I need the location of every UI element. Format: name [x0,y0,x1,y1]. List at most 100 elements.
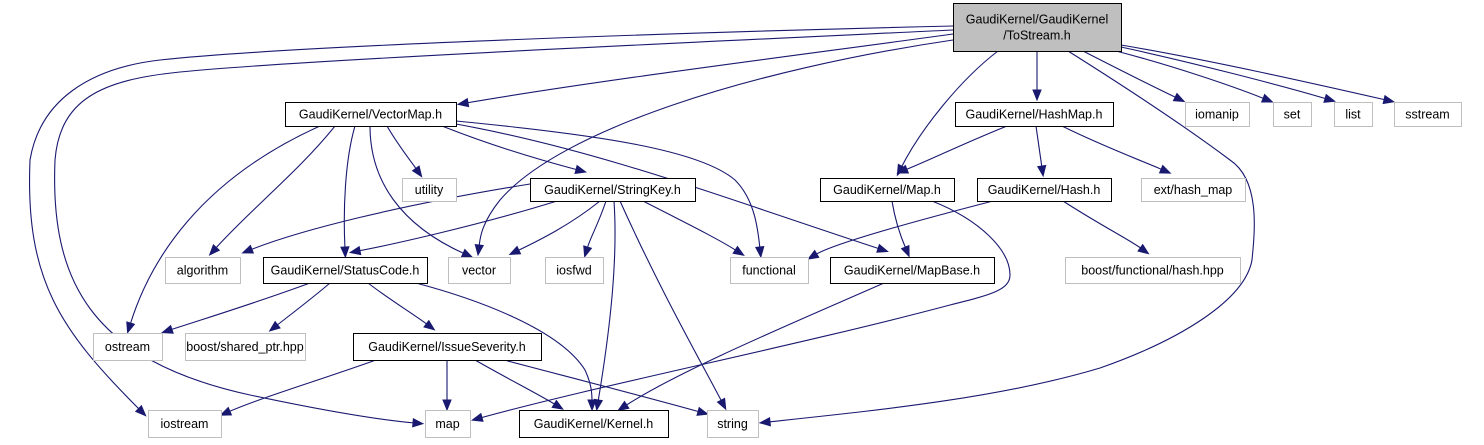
node-map[interactable]: map [425,410,471,438]
node-vector[interactable]: vector [448,257,511,284]
node-label-map_h: GaudiKernel/Map.h [833,183,941,197]
node-label-sstream: sstream [1405,108,1449,122]
arrowhead-icon [219,406,233,416]
node-label-mapbase: GaudiKernel/MapBase.h [844,264,980,278]
nodes-layer: GaudiKernel/GaudiKernel/ToStream.hGaudiK… [93,3,1462,438]
arrowhead-icon [583,245,593,258]
node-label-statuscode: GaudiKernel/StatusCode.h [271,264,420,278]
node-stringkey[interactable]: GaudiKernel/StringKey.h [530,178,696,202]
node-box-tostream [953,3,1122,52]
node-issueseverity[interactable]: GaudiKernel/IssueSeverity.h [353,333,542,361]
edge-hashmap-to-hash_h [1035,125,1043,169]
arrowhead-icon [551,399,564,410]
node-label-issueseverity: GaudiKernel/IssueSeverity.h [368,340,526,354]
node-functional[interactable]: functional [730,257,809,284]
node-label-list: list [1345,108,1361,122]
node-map_h[interactable]: GaudiKernel/Map.h [820,178,955,202]
node-ext_hash_map[interactable]: ext/hash_map [1141,178,1246,202]
arrowhead-icon [1137,243,1150,255]
node-box-functional [730,257,809,284]
node-box-string [707,410,759,438]
node-algorithm[interactable]: algorithm [165,257,241,284]
arrowhead-icon [896,164,910,174]
node-label-set: set [1284,108,1301,122]
node-box-sstream [1394,102,1462,127]
edge-stringkey-to-iosfwd [586,200,607,250]
node-box-hashmap [955,102,1114,127]
edge-stringkey-to-kernel [597,200,616,403]
node-sstream[interactable]: sstream [1394,102,1462,127]
node-box-utility [402,178,457,202]
node-label-algorithm: algorithm [177,264,228,278]
arrowhead-icon [1036,164,1047,178]
node-vectormap[interactable]: GaudiKernel/VectorMap.h [285,102,457,127]
edge-tostream-to-iostream [28,25,954,411]
node-tostream[interactable]: GaudiKernel/GaudiKernel/ToStream.h [953,3,1122,52]
arrowhead-icon [1323,93,1336,103]
arrowhead-icon [587,399,597,412]
edge-mapbase-to-kernel [624,282,885,407]
node-label-utility: utility [415,183,444,197]
edge-map_h-to-map [479,200,1011,419]
arrowhead-icon [593,398,604,412]
node-label-iosfwd: iosfwd [556,264,591,278]
node-list[interactable]: list [1334,102,1373,127]
edge-statuscode-to-issueseverity [367,282,429,326]
edge-issueseverity-to-iostream [227,359,377,413]
arrowhead-icon [348,245,362,256]
arrowhead-icon [268,320,281,332]
arrowhead-icon [696,406,710,416]
arrowhead-icon [442,399,452,412]
node-hashmap[interactable]: GaudiKernel/HashMap.h [955,102,1114,127]
edge-stringkey-to-statuscode [357,200,558,252]
node-box-mapbase [830,257,995,284]
node-iosfwd[interactable]: iosfwd [545,257,604,284]
node-box-iosfwd [545,257,604,284]
node-iomanip[interactable]: iomanip [1185,102,1250,127]
edge-statuscode-to-ostream [169,282,311,331]
node-label-vector: vector [462,264,496,278]
edge-tostream-to-iomanip [1082,50,1178,99]
arrowhead-icon [161,324,174,334]
arrowhead-icon [1382,94,1396,105]
node-iostream[interactable]: iostream [148,410,222,438]
node-string[interactable]: string [707,410,759,438]
node-box-algorithm [165,257,241,284]
node-mapbase[interactable]: GaudiKernel/MapBase.h [830,257,995,284]
node-set[interactable]: set [1273,102,1312,127]
edge-tostream-to-string [767,50,1255,423]
node-utility[interactable]: utility [402,178,457,202]
edge-tostream-to-map [54,29,954,424]
edge-vectormap-to-statuscode [343,125,356,250]
edge-vectormap-to-mapbase [455,123,881,250]
node-box-iostream [148,410,222,438]
node-label-boost_hash: boost/functional/hash.hpp [1081,264,1224,278]
node-ostream[interactable]: ostream [93,333,163,361]
node-box-vector [448,257,511,284]
node-hash_h[interactable]: GaudiKernel/Hash.h [977,178,1112,202]
node-label-ext_hash_map: ext/hash_map [1154,183,1233,197]
edge-vectormap-to-stringkey [441,125,579,171]
node-label-stringkey: GaudiKernel/StringKey.h [544,183,681,197]
arrowhead-icon [755,246,765,259]
edge-vectormap-to-algorithm [214,125,336,250]
arrowhead-icon [340,246,350,259]
node-box-stringkey [530,178,696,202]
node-box-statuscode [263,257,428,284]
edge-vectormap-to-vector [369,125,466,255]
arrowhead-icon [876,243,889,253]
arrowhead-icon [412,418,425,428]
node-label-tostream: /ToStream.h [1003,29,1070,43]
node-boost_shared_ptr[interactable]: boost/shared_ptr.hpp [185,333,306,361]
node-box-kernel [519,410,669,438]
node-boost_hash[interactable]: boost/functional/hash.hpp [1065,257,1241,284]
node-box-map_h [820,178,955,202]
edge-statuscode-to-boost_shared_ptr [275,282,331,327]
node-kernel[interactable]: GaudiKernel/Kernel.h [519,410,669,438]
arrowhead-icon [900,244,910,258]
node-box-boost_shared_ptr [185,333,306,361]
edge-hash_h-to-boost_hash [1062,200,1143,250]
node-statuscode[interactable]: GaudiKernel/StatusCode.h [263,257,428,284]
node-label-string: string [717,417,748,431]
node-label-tostream: GaudiKernel/GaudiKernel [966,13,1108,27]
